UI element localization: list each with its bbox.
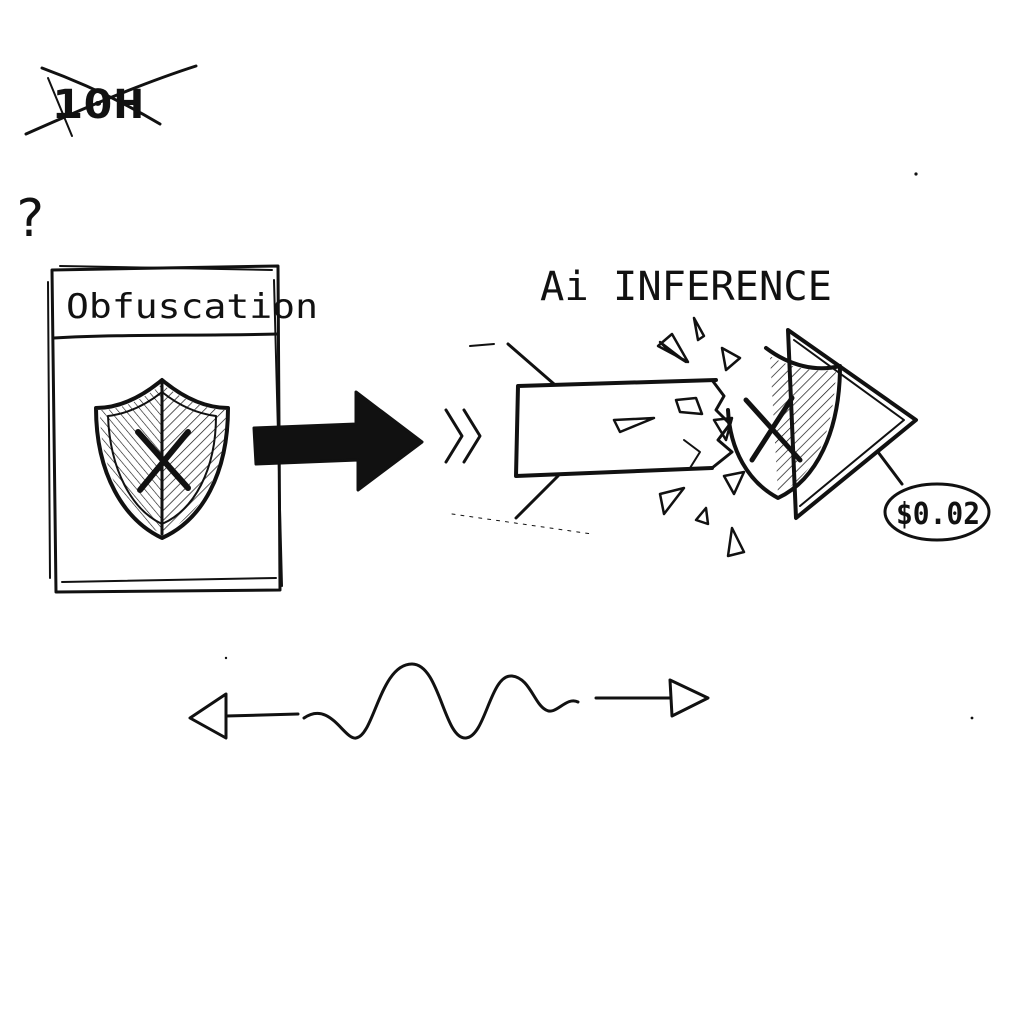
wave-right-arrowhead xyxy=(668,678,710,718)
obfuscation-panel: Obfuscation xyxy=(47,264,318,594)
shattered-shield-icon xyxy=(726,346,842,500)
shield-x-mark xyxy=(135,429,191,493)
arrowhead-sketch xyxy=(793,339,905,507)
bold-right-arrow-icon xyxy=(252,390,424,492)
bold-arrow-shape xyxy=(252,390,424,492)
shield-right-half xyxy=(162,384,226,534)
shards xyxy=(612,316,746,558)
strike-line-3 xyxy=(47,77,73,137)
panel-frame xyxy=(50,264,282,594)
shield-left-half xyxy=(100,384,162,534)
price-tag-bubble xyxy=(883,482,991,542)
panel-frame-sketch xyxy=(47,265,283,587)
wave-squiggle xyxy=(302,662,580,740)
shard-4 xyxy=(674,396,704,416)
strike-line-2 xyxy=(24,64,198,136)
shield-outline xyxy=(94,378,230,540)
shard-1 xyxy=(656,332,690,364)
shard-7 xyxy=(658,486,686,516)
shard-8 xyxy=(694,506,710,526)
motion-line-3 xyxy=(514,474,560,520)
question-mark: ? xyxy=(14,189,45,249)
shard-5 xyxy=(612,416,656,434)
strike-line-1 xyxy=(40,66,162,126)
panel-header-line xyxy=(52,332,280,340)
price-tag-leader xyxy=(876,450,904,486)
broken-shield-x xyxy=(743,395,803,463)
motion-line-1 xyxy=(469,343,495,347)
chevron-2 xyxy=(462,408,482,464)
price-tag: $0.02 xyxy=(876,450,991,542)
shard-6 xyxy=(712,416,734,442)
chevrons-icon xyxy=(444,408,482,464)
arrowhead xyxy=(786,328,918,520)
shaft-outline xyxy=(514,378,718,478)
chevron-1 xyxy=(444,408,464,464)
shard-11 xyxy=(683,439,701,469)
double-headed-wave-arrow-icon xyxy=(188,662,710,740)
panel-title: Obfuscation xyxy=(66,287,318,327)
shard-2 xyxy=(692,316,706,342)
shard-10 xyxy=(722,470,746,496)
shield-with-x-icon xyxy=(94,378,230,540)
motion-line-2 xyxy=(506,342,556,386)
price-tag-text: $0.02 xyxy=(896,497,980,532)
stray-dot-1 xyxy=(914,172,918,176)
wave-left-shaft xyxy=(224,712,300,718)
broken-shield-outline xyxy=(726,346,842,500)
motion-line-4 xyxy=(451,513,593,535)
stray-dot-3 xyxy=(224,656,228,660)
stray-dot-2 xyxy=(970,716,974,720)
shard-3 xyxy=(720,346,742,372)
broken-shield-hatch xyxy=(770,356,836,494)
shard-9 xyxy=(726,526,746,558)
arrow-shaft xyxy=(514,378,734,478)
wave-left-arrowhead xyxy=(188,692,228,740)
motion-lines xyxy=(451,342,593,535)
crossed-out-note: 10H xyxy=(24,64,198,137)
inference-title: Ai INFERENCE xyxy=(540,264,832,310)
